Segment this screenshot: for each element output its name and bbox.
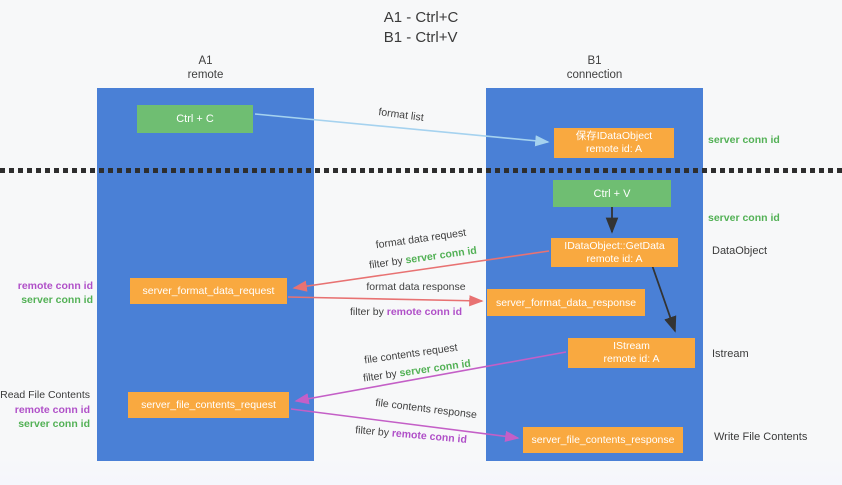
title-line-2: B1 - Ctrl+V <box>383 29 458 46</box>
label-remote-conn-id-top: remote conn id <box>17 280 93 292</box>
column-b1-id: B1 <box>587 55 602 67</box>
node-istream-line2: remote id: A <box>603 353 660 365</box>
node-istream-line1: IStream <box>613 340 650 352</box>
left-conn-id-block-top: remote conn id server conn id <box>0 279 93 307</box>
node-ctrl-v: Ctrl + V <box>553 180 671 207</box>
separator-dotted-line <box>0 168 842 173</box>
label-server-conn-id-top: server conn id <box>708 134 780 146</box>
left-conn-id-block-bottom: Read File Contents remote conn id server… <box>0 387 90 431</box>
server-conn-id-accent: server conn id <box>404 244 478 267</box>
node-getdata-line2: remote id: A <box>586 252 643 265</box>
remote-conn-id-accent: remote conn id <box>386 306 463 318</box>
node-server-file-contents-request: server_file_contents_request <box>128 392 289 418</box>
label-server-conn-id-left-bottom: server conn id <box>18 418 90 430</box>
label-filter-by-remote-conn-id-1: filter by remote conn id <box>349 306 463 318</box>
node-ctrl-c: Ctrl + C <box>137 105 253 133</box>
label-server-conn-id-mid: server conn id <box>708 212 780 224</box>
column-a1-role: remote <box>187 69 224 81</box>
node-getdata-line1: IDataObject::GetData <box>564 239 665 252</box>
column-b1-role: connection <box>566 69 623 81</box>
node-istream: IStream remote id: A <box>568 338 695 368</box>
title-line-1: A1 - Ctrl+C <box>383 9 459 26</box>
node-save-idataobject: 保存IDataObject remote id: A <box>554 128 674 158</box>
label-dataobject: DataObject <box>712 245 768 257</box>
label-write-file-contents: Write File Contents <box>714 431 808 443</box>
node-save-idataobject-line1: 保存IDataObject <box>575 130 653 142</box>
column-a1-id: A1 <box>198 55 213 67</box>
label-format-list: format list <box>377 106 425 124</box>
label-istream: Istream <box>712 348 749 360</box>
label-server-conn-id-left-top: server conn id <box>21 294 93 306</box>
node-idataobject-getdata: IDataObject::GetData remote id: A <box>551 238 678 267</box>
column-header-a1: A1 remote <box>97 54 314 82</box>
node-server-file-contents-response: server_file_contents_response <box>523 427 683 453</box>
node-server-format-data-response: server_format_data_response <box>487 289 645 316</box>
label-format-data-response: format data response <box>366 281 466 293</box>
node-server-format-data-request: server_format_data_request <box>130 278 287 304</box>
arrow-format-data-response <box>287 295 484 307</box>
diagram-title: A1 - Ctrl+C B1 - Ctrl+V <box>0 8 842 48</box>
label-read-file-contents: Read File Contents <box>0 389 90 401</box>
node-save-idataobject-line2: remote id: A <box>585 143 643 155</box>
column-header-b1: B1 connection <box>486 54 703 82</box>
label-remote-conn-id-bottom: remote conn id <box>14 404 90 416</box>
